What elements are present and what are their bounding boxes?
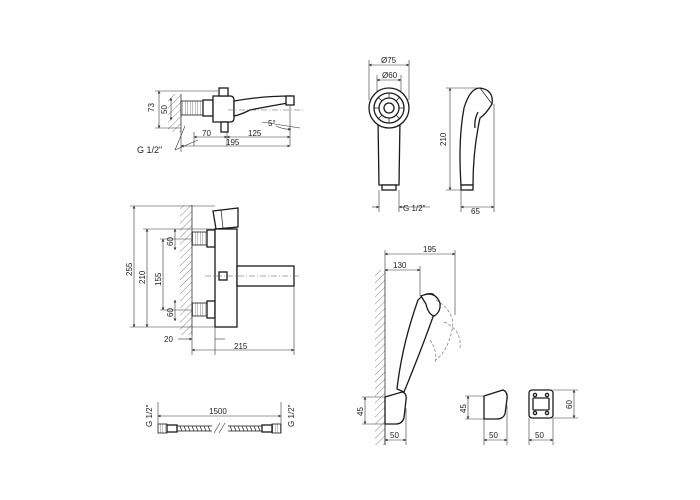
holder-shower-body — [396, 292, 437, 393]
dim-holder-height: 45 — [356, 407, 365, 416]
label-spout-thread: G 1/2" — [137, 145, 162, 155]
bracket-side-shape — [483, 389, 508, 420]
mixer-side-view: 255 210 155 60 60 20 215 — [125, 205, 300, 355]
dim-plate-height: 60 — [565, 400, 574, 409]
mixer-top-inlet — [191, 231, 208, 246]
dim-hose-left-thread: G 1/2" — [145, 404, 154, 427]
mixer-wall — [180, 205, 192, 335]
holder-wall — [375, 270, 385, 445]
mixer-bottom-inlet — [191, 302, 208, 317]
bracket-front-view: 60 50 — [528, 389, 578, 445]
bracket-side-view: 45 50 — [459, 389, 508, 445]
dim-spout-base: 70 — [202, 129, 211, 138]
spout-side-view: 73 50 70 125 195 5° G 1/2" — [137, 87, 303, 155]
dim-bracket-depth: 50 — [489, 431, 498, 440]
mixer-handle — [212, 207, 239, 230]
dim-mixer-depth: 215 — [234, 342, 248, 351]
handshower-side-body — [459, 87, 493, 186]
dim-mixer-wall-gap: 20 — [164, 335, 173, 344]
dim-mixer-height: 255 — [125, 262, 134, 276]
dim-spout-reach: 125 — [248, 129, 262, 138]
handshower-handle — [377, 119, 401, 186]
dim-handshower-length: 210 — [439, 132, 448, 146]
dim-holder-arm: 130 — [393, 261, 407, 270]
dim-holder-depth: 50 — [390, 431, 399, 440]
holder-side-view: 195 130 45 50 — [356, 245, 461, 445]
holder-bracket — [384, 391, 407, 425]
dim-hose-right-thread: G 1/2" — [287, 404, 296, 427]
handshower-front-view: Ø75 Ø60 G 1/2" — [368, 56, 430, 213]
spout-body — [233, 95, 295, 117]
dim-holder-reach: 195 — [423, 245, 437, 254]
hose-left-nut — [157, 423, 168, 434]
dim-head-inner: Ø60 — [382, 71, 398, 80]
spout-threaded-inlet — [180, 100, 204, 116]
hose-view: 1500 G 1/2" G 1/2" — [145, 402, 296, 434]
dim-plate-width: 50 — [535, 431, 544, 440]
spout-wall — [168, 94, 181, 132]
hose-right-nut — [271, 423, 282, 434]
dim-handshower-width: 65 — [471, 207, 480, 216]
hose-left-section — [177, 425, 212, 432]
hose-right-section — [228, 425, 262, 432]
spout-diverter-body — [212, 95, 235, 123]
dim-mixer-body: 155 — [154, 272, 163, 286]
dim-spout-total: 195 — [226, 138, 240, 147]
dim-mixer-top-inlet: 60 — [166, 237, 175, 246]
dim-mixer-bottom-inlet: 60 — [166, 308, 175, 317]
dim-handshower-thread: G 1/2" — [403, 204, 426, 213]
dim-bracket-height: 45 — [459, 404, 468, 413]
dim-spout-wall: 50 — [160, 105, 169, 114]
dim-spout-angle: 5° — [268, 119, 276, 128]
dim-mixer-inlet-spacing: 210 — [138, 270, 147, 284]
dim-spout-height: 73 — [147, 103, 156, 112]
handshower-side-view: 210 65 — [439, 87, 495, 216]
dim-head-outer: Ø75 — [381, 56, 397, 65]
dim-hose-length: 1500 — [209, 407, 227, 416]
